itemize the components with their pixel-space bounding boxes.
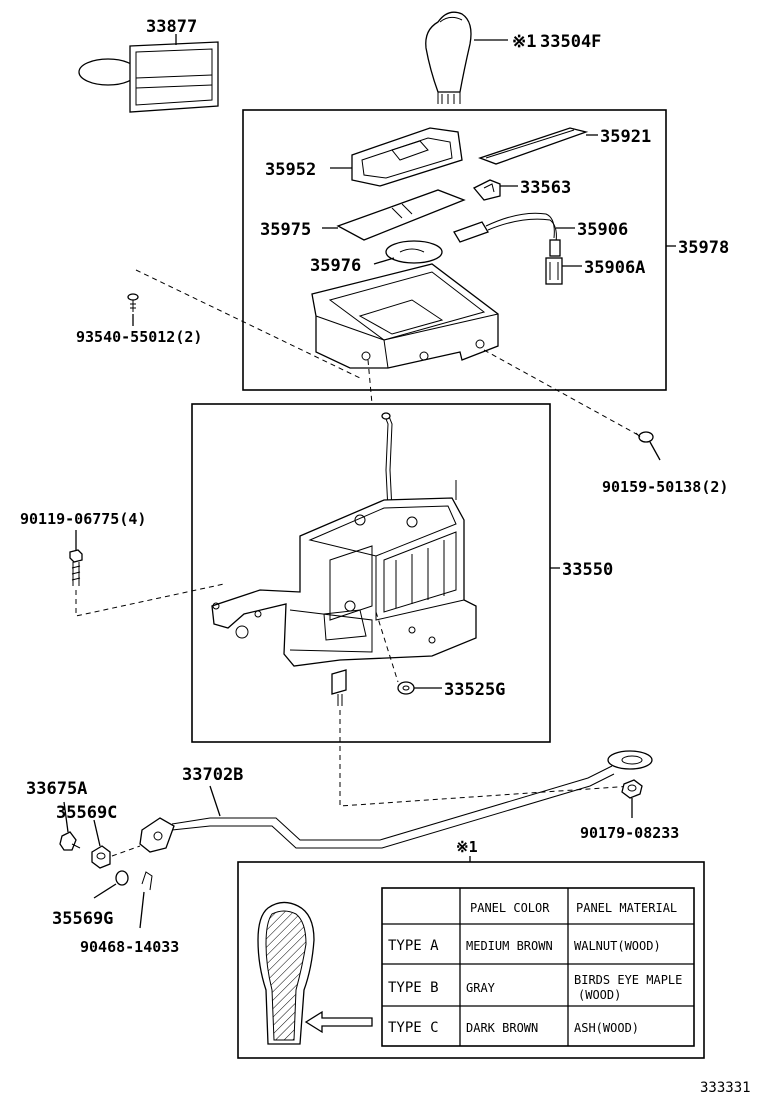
table-cell-material-b: BIRDS EYE MAPLE <box>574 973 682 987</box>
part-number-33675a: 33675A <box>26 779 87 799</box>
arrow-icon <box>304 1010 373 1034</box>
table-cell-type-c: TYPE C <box>388 1020 439 1036</box>
part-35978-housing <box>311 263 499 369</box>
part-number-33525g: 33525G <box>444 680 505 700</box>
part-number-33563: 33563 <box>520 178 571 198</box>
note-box <box>237 861 705 1059</box>
panel-table <box>381 887 695 1047</box>
part-33702b-cable <box>139 750 653 853</box>
part-number-93540: 93540-55012(2) <box>76 328 202 346</box>
part-number-35976: 35976 <box>310 256 361 276</box>
group-box-35978 <box>242 109 667 391</box>
part-33550-shifter-assembly <box>211 412 477 706</box>
part-number-35906a: 35906A <box>584 258 645 278</box>
part-90159-screw <box>635 431 654 443</box>
part-35906-harness <box>453 212 561 257</box>
part-number-35569g: 35569G <box>52 909 113 929</box>
table-header-panel-color: PANEL COLOR <box>470 901 550 915</box>
part-33675a-bolt <box>59 831 81 851</box>
part-number-90179: 90179-08233 <box>580 824 679 842</box>
table-header-panel-material: PANEL MATERIAL <box>576 901 677 915</box>
table-cell-material-c: ASH(WOOD) <box>574 1021 639 1035</box>
part-number-35952: 35952 <box>265 160 316 180</box>
part-number-35906: 35906 <box>577 220 628 240</box>
part-33504f-knob <box>425 11 472 104</box>
part-number-33877: 33877 <box>146 17 197 37</box>
part-35906a-connector <box>545 257 563 285</box>
part-35921-strip <box>478 127 589 165</box>
part-number-33550: 33550 <box>562 560 613 580</box>
part-35569c-bushing <box>91 845 111 869</box>
part-93540-screw <box>127 293 139 312</box>
part-90179-nut <box>621 779 643 799</box>
part-33563-clip <box>472 179 501 201</box>
note-mark: ※1 <box>456 838 478 856</box>
part-35976-disc <box>385 240 443 264</box>
table-cell-color-a: MEDIUM BROWN <box>466 939 553 953</box>
part-number-33504f-mark: ※1 <box>512 32 536 52</box>
part-number-35978: 35978 <box>678 238 729 258</box>
part-33877-plate <box>78 41 219 113</box>
table-cell-material-a: WALNUT(WOOD) <box>574 939 661 953</box>
table-cell-color-c: DARK BROWN <box>466 1021 538 1035</box>
table-cell-material-b-line2: (WOOD) <box>578 988 621 1002</box>
part-35952-bezel <box>351 127 463 187</box>
part-number-35975: 35975 <box>260 220 311 240</box>
part-90119-bolt <box>69 549 83 586</box>
table-cell-color-b: GRAY <box>466 981 496 995</box>
part-number-90159: 90159-50138(2) <box>602 478 728 496</box>
part-90468-clip <box>141 871 153 891</box>
part-35975-plate <box>336 189 466 241</box>
part-number-33702b: 33702B <box>182 765 243 785</box>
part-33525g-nut <box>397 681 415 695</box>
table-cell-type-a: TYPE A <box>388 938 439 954</box>
part-number-33504f: 33504F <box>540 32 601 52</box>
table-cell-type-b: TYPE B <box>388 980 439 996</box>
group-box-33550 <box>191 403 551 743</box>
part-number-90468: 90468-14033 <box>80 938 179 956</box>
part-number-35921: 35921 <box>600 127 651 147</box>
knob-section-view <box>257 901 315 1045</box>
part-35569g-washer <box>115 870 129 886</box>
figure-id: 333331 <box>700 1080 751 1096</box>
part-number-35569c: 35569C <box>56 803 117 823</box>
part-number-90119: 90119-06775(4) <box>20 510 146 528</box>
